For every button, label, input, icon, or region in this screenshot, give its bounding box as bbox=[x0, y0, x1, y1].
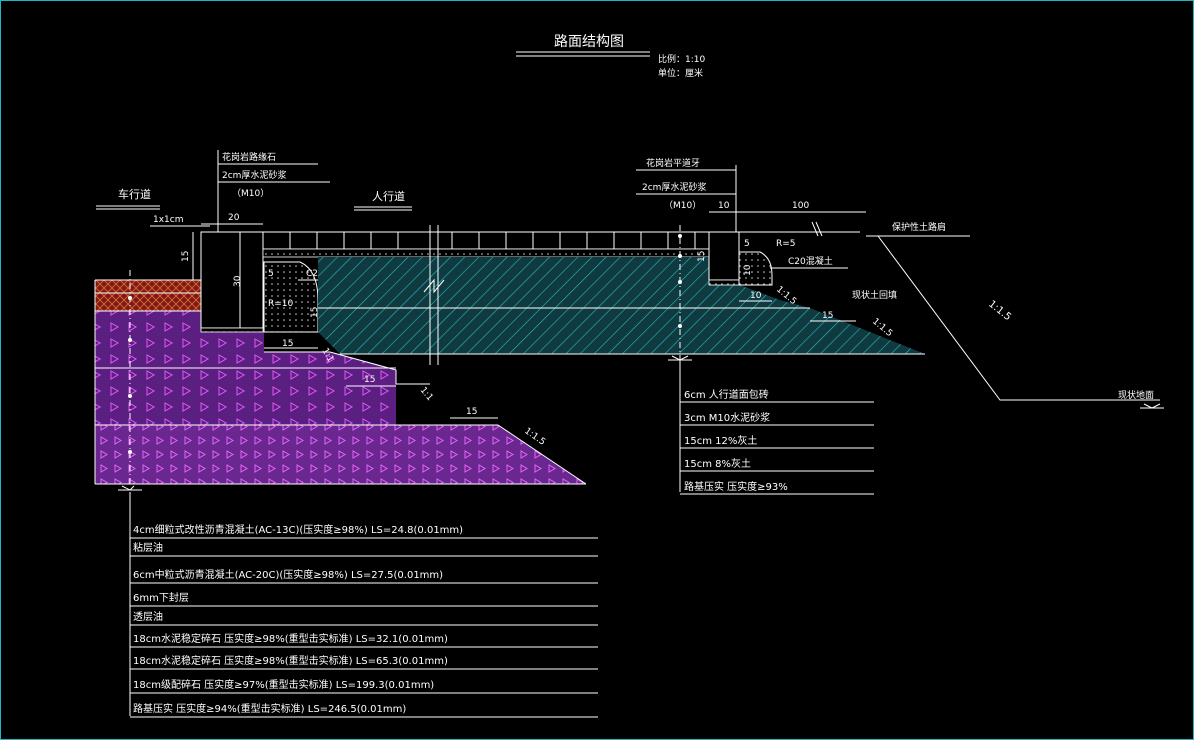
curb-width-dim: 20 bbox=[228, 213, 240, 223]
native-fill-label: 现状土回填 bbox=[852, 289, 897, 301]
flat-callout-2: 2cm厚水泥砂浆 bbox=[642, 181, 706, 193]
flat-callout-1: 花岗岩平道牙 bbox=[646, 157, 700, 169]
flat-h15-dim: 15 bbox=[697, 251, 707, 262]
flat-curb-mortar bbox=[708, 279, 740, 286]
curb-radius-dim: R=10 bbox=[268, 299, 294, 309]
slope-outline bbox=[497, 424, 587, 485]
road-layer-legend: 4cm细粒式改性沥青混凝土(AC-13C)(压实度≥98%) LS=24.8(0… bbox=[130, 523, 598, 718]
sidewalk-layer-text: 路基压实 压实度≥93% bbox=[684, 480, 788, 493]
curb-base-h-dim: 15 bbox=[310, 307, 320, 318]
subgrade-layer bbox=[95, 425, 586, 484]
break-mark bbox=[423, 278, 445, 294]
sidewalk-layer-text: 3cm M10水泥砂浆 bbox=[684, 411, 770, 424]
flat-base-dim: 10 bbox=[750, 291, 762, 301]
c20-concrete-flat bbox=[738, 251, 773, 286]
road-layer-text: 透层油 bbox=[133, 610, 163, 623]
ground-symbol bbox=[1140, 403, 1164, 409]
curb-side-dim: 15 bbox=[181, 251, 191, 262]
embankment-w15: 15 bbox=[822, 311, 833, 321]
curb-inner-dim: 5 bbox=[268, 269, 274, 279]
step-outline bbox=[264, 351, 430, 385]
axis-mark bbox=[678, 234, 682, 238]
road-layer-text: 18cm级配碎石 压实度≥97%(重型击实标准) LS=199.3(0.01mm… bbox=[133, 678, 434, 691]
ground-symbol bbox=[118, 485, 142, 491]
road-layer-text: 粘层油 bbox=[133, 541, 163, 554]
road-layer-text: 18cm水泥稳定碎石 压实度≥98%(重型击实标准) LS=32.1(0.01m… bbox=[133, 632, 448, 645]
curb-callout-3: （M10） bbox=[232, 188, 269, 199]
axis-mark bbox=[678, 324, 682, 328]
native-ground-label: 现状地面 bbox=[1118, 389, 1154, 401]
curb-base-w-dim: 15 bbox=[282, 339, 293, 349]
curb-callout-1: 花岗岩路缘石 bbox=[222, 151, 276, 163]
curb-joint-dim: 1x1cm bbox=[153, 215, 184, 225]
sidewalk-layer-text: 6cm 人行道面包砖 bbox=[684, 388, 769, 401]
flat-inner-dim: 5 bbox=[744, 239, 750, 249]
embankment-slope bbox=[877, 235, 1160, 401]
asphalt-top-layer bbox=[95, 280, 201, 293]
road-layer-text: 18cm水泥稳定碎石 压实度≥98%(重型击实标准) LS=65.3(0.01m… bbox=[133, 654, 448, 667]
embankment-slope-label: 1:1.5 bbox=[986, 299, 1013, 323]
scale-label: 比例：1:10 bbox=[658, 53, 705, 65]
carriageway-label: 车行道 bbox=[118, 187, 151, 201]
break-lines bbox=[429, 225, 439, 365]
axis-mark bbox=[128, 394, 132, 398]
axis-mark bbox=[128, 450, 132, 454]
curb-mortar bbox=[200, 327, 264, 333]
road-step1-dim: 15 bbox=[364, 375, 375, 385]
page-title: 路面结构图 bbox=[554, 34, 624, 50]
flat-w100-dim: 100 bbox=[792, 201, 809, 211]
unit-label: 单位：厘米 bbox=[658, 67, 703, 79]
road-layer-text: 6mm下封层 bbox=[133, 591, 189, 604]
flat-callout-3: （M10） bbox=[664, 200, 701, 211]
axis-mark bbox=[128, 338, 132, 342]
curb-height-dim: 30 bbox=[233, 275, 243, 287]
soil-shoulder-label: 保护性土路肩 bbox=[892, 221, 946, 233]
road-slope-a: 1:1 bbox=[418, 386, 435, 404]
road-layer-text: 4cm细粒式改性沥青混凝土(AC-13C)(压实度≥98%) LS=24.8(0… bbox=[133, 523, 463, 536]
curb-callout-2: 2cm厚水泥砂浆 bbox=[222, 169, 286, 181]
flat-h10-dim: 10 bbox=[743, 264, 753, 276]
brick-joints bbox=[289, 232, 696, 249]
road-layer-text: 路基压实 压实度≥94%(重型击实标准) LS=246.5(0.01mm) bbox=[133, 702, 406, 715]
flat-curbstone bbox=[708, 231, 740, 281]
road-step2-dim: 15 bbox=[466, 407, 477, 417]
sidewalk-mortar bbox=[262, 248, 710, 258]
flat-w10-dim: 10 bbox=[718, 201, 730, 211]
road-layer-text: 6cm中粒式沥青混凝土(AC-20C)(压实度≥98%) LS=27.5(0.0… bbox=[133, 568, 443, 581]
axis-mark bbox=[678, 280, 682, 284]
sidewalk-layer-text: 15cm 12%灰土 bbox=[684, 434, 757, 447]
flat-radius-dim: R=5 bbox=[776, 239, 796, 249]
flat-concrete-label: C20混凝土 bbox=[788, 255, 833, 267]
sidewalk-label: 人行道 bbox=[372, 189, 405, 203]
paving-bricks bbox=[262, 231, 710, 250]
lime-soil-layers bbox=[318, 257, 925, 354]
sidewalk-layer-text: 15cm 8%灰土 bbox=[684, 457, 751, 470]
sidewalk-layer-legend: 6cm 人行道面包砖 3cm M10水泥砂浆 15cm 12%灰土 15cm 8%灰土… bbox=[680, 388, 874, 495]
break-mark bbox=[811, 221, 823, 237]
curbstone bbox=[200, 231, 264, 329]
axis-mark bbox=[678, 254, 682, 258]
asphalt-mid-layer bbox=[95, 293, 201, 311]
axis-mark bbox=[128, 296, 132, 300]
